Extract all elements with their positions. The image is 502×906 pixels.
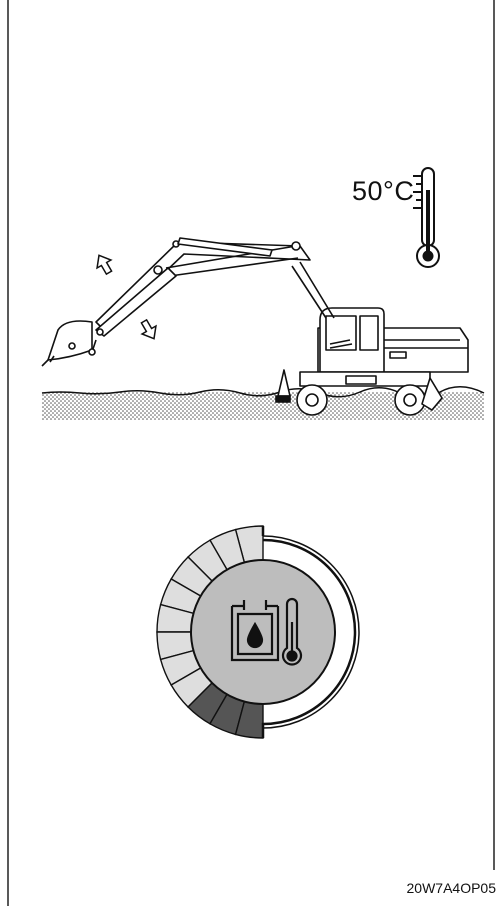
temperature-label: 50°C — [352, 176, 415, 206]
gauge-bezel-inner — [262, 535, 360, 729]
figure-code: 20W7A4OP05 — [406, 880, 497, 896]
arrow-up-icon — [96, 254, 113, 276]
wheeled-excavator — [41, 237, 469, 416]
thermometer-icon — [413, 167, 440, 268]
gauge-face — [190, 559, 336, 705]
hydraulic-oil-temperature-icon — [230, 597, 303, 666]
gauge-bezel — [261, 526, 357, 738]
arrow-down-icon — [140, 318, 157, 340]
hydraulic-oil-temperature-gauge — [156, 525, 360, 739]
